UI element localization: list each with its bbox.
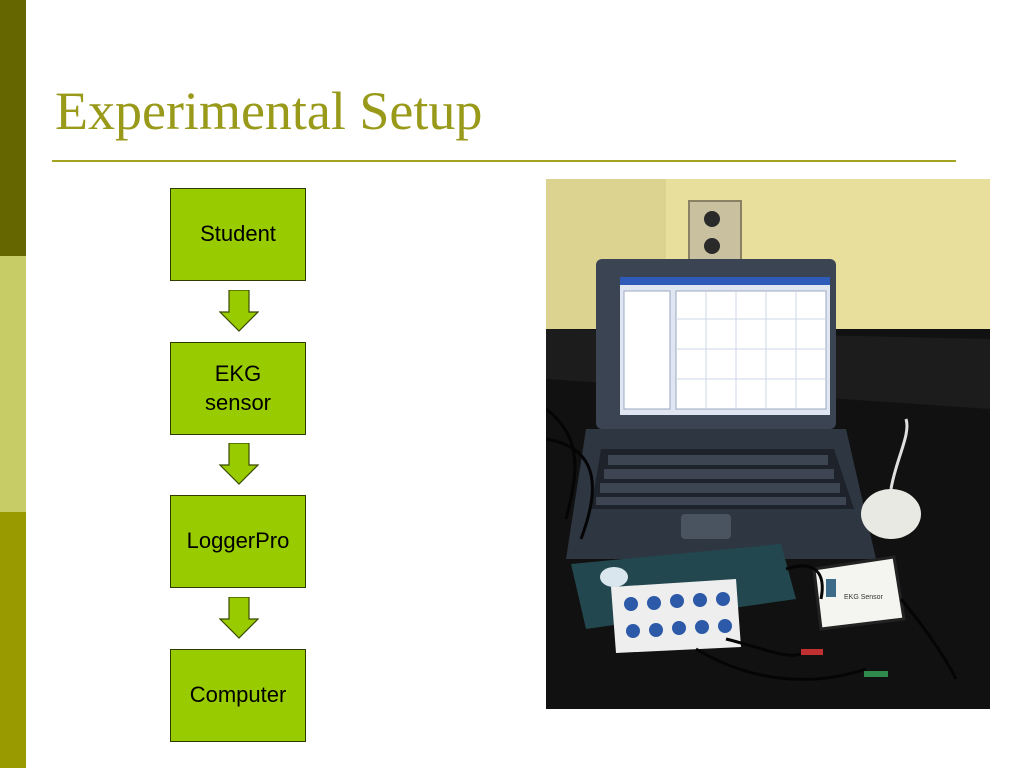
sensor-label: EKG Sensor [844, 594, 884, 601]
down-arrow-icon [219, 290, 259, 332]
wall-outlet-icon [688, 200, 742, 264]
side-bar-olive [0, 512, 26, 768]
slide-title: Experimental Setup [55, 81, 483, 141]
down-arrow-icon [219, 597, 259, 639]
flow-box-label: EKG sensor [204, 360, 272, 415]
flow-box-label: Student [200, 221, 276, 247]
title-underline [52, 160, 956, 162]
laptop-icon [566, 259, 876, 559]
flow-box-loggerpro: LoggerPro [170, 495, 306, 588]
flow-box-label: Computer [189, 682, 287, 708]
flow-box-student: Student [170, 188, 306, 281]
mouse-icon [861, 418, 921, 539]
side-bar-light [0, 256, 26, 512]
red-clip-icon [801, 649, 823, 655]
side-bar-dark [0, 0, 26, 256]
ekg-sensor-box-icon: EKG Sensor [812, 555, 906, 631]
laptop-ekg-photo: EKG Sensor [546, 179, 990, 709]
flow-box-ekg-sensor: EKG sensor [170, 342, 306, 435]
down-arrow-icon [219, 443, 259, 485]
flow-box-computer: Computer [170, 649, 306, 742]
electrode-pack-icon [611, 579, 741, 653]
flow-box-label: LoggerPro [186, 528, 290, 554]
setup-photo: EKG Sensor [546, 179, 990, 709]
green-clip-icon [864, 671, 888, 677]
